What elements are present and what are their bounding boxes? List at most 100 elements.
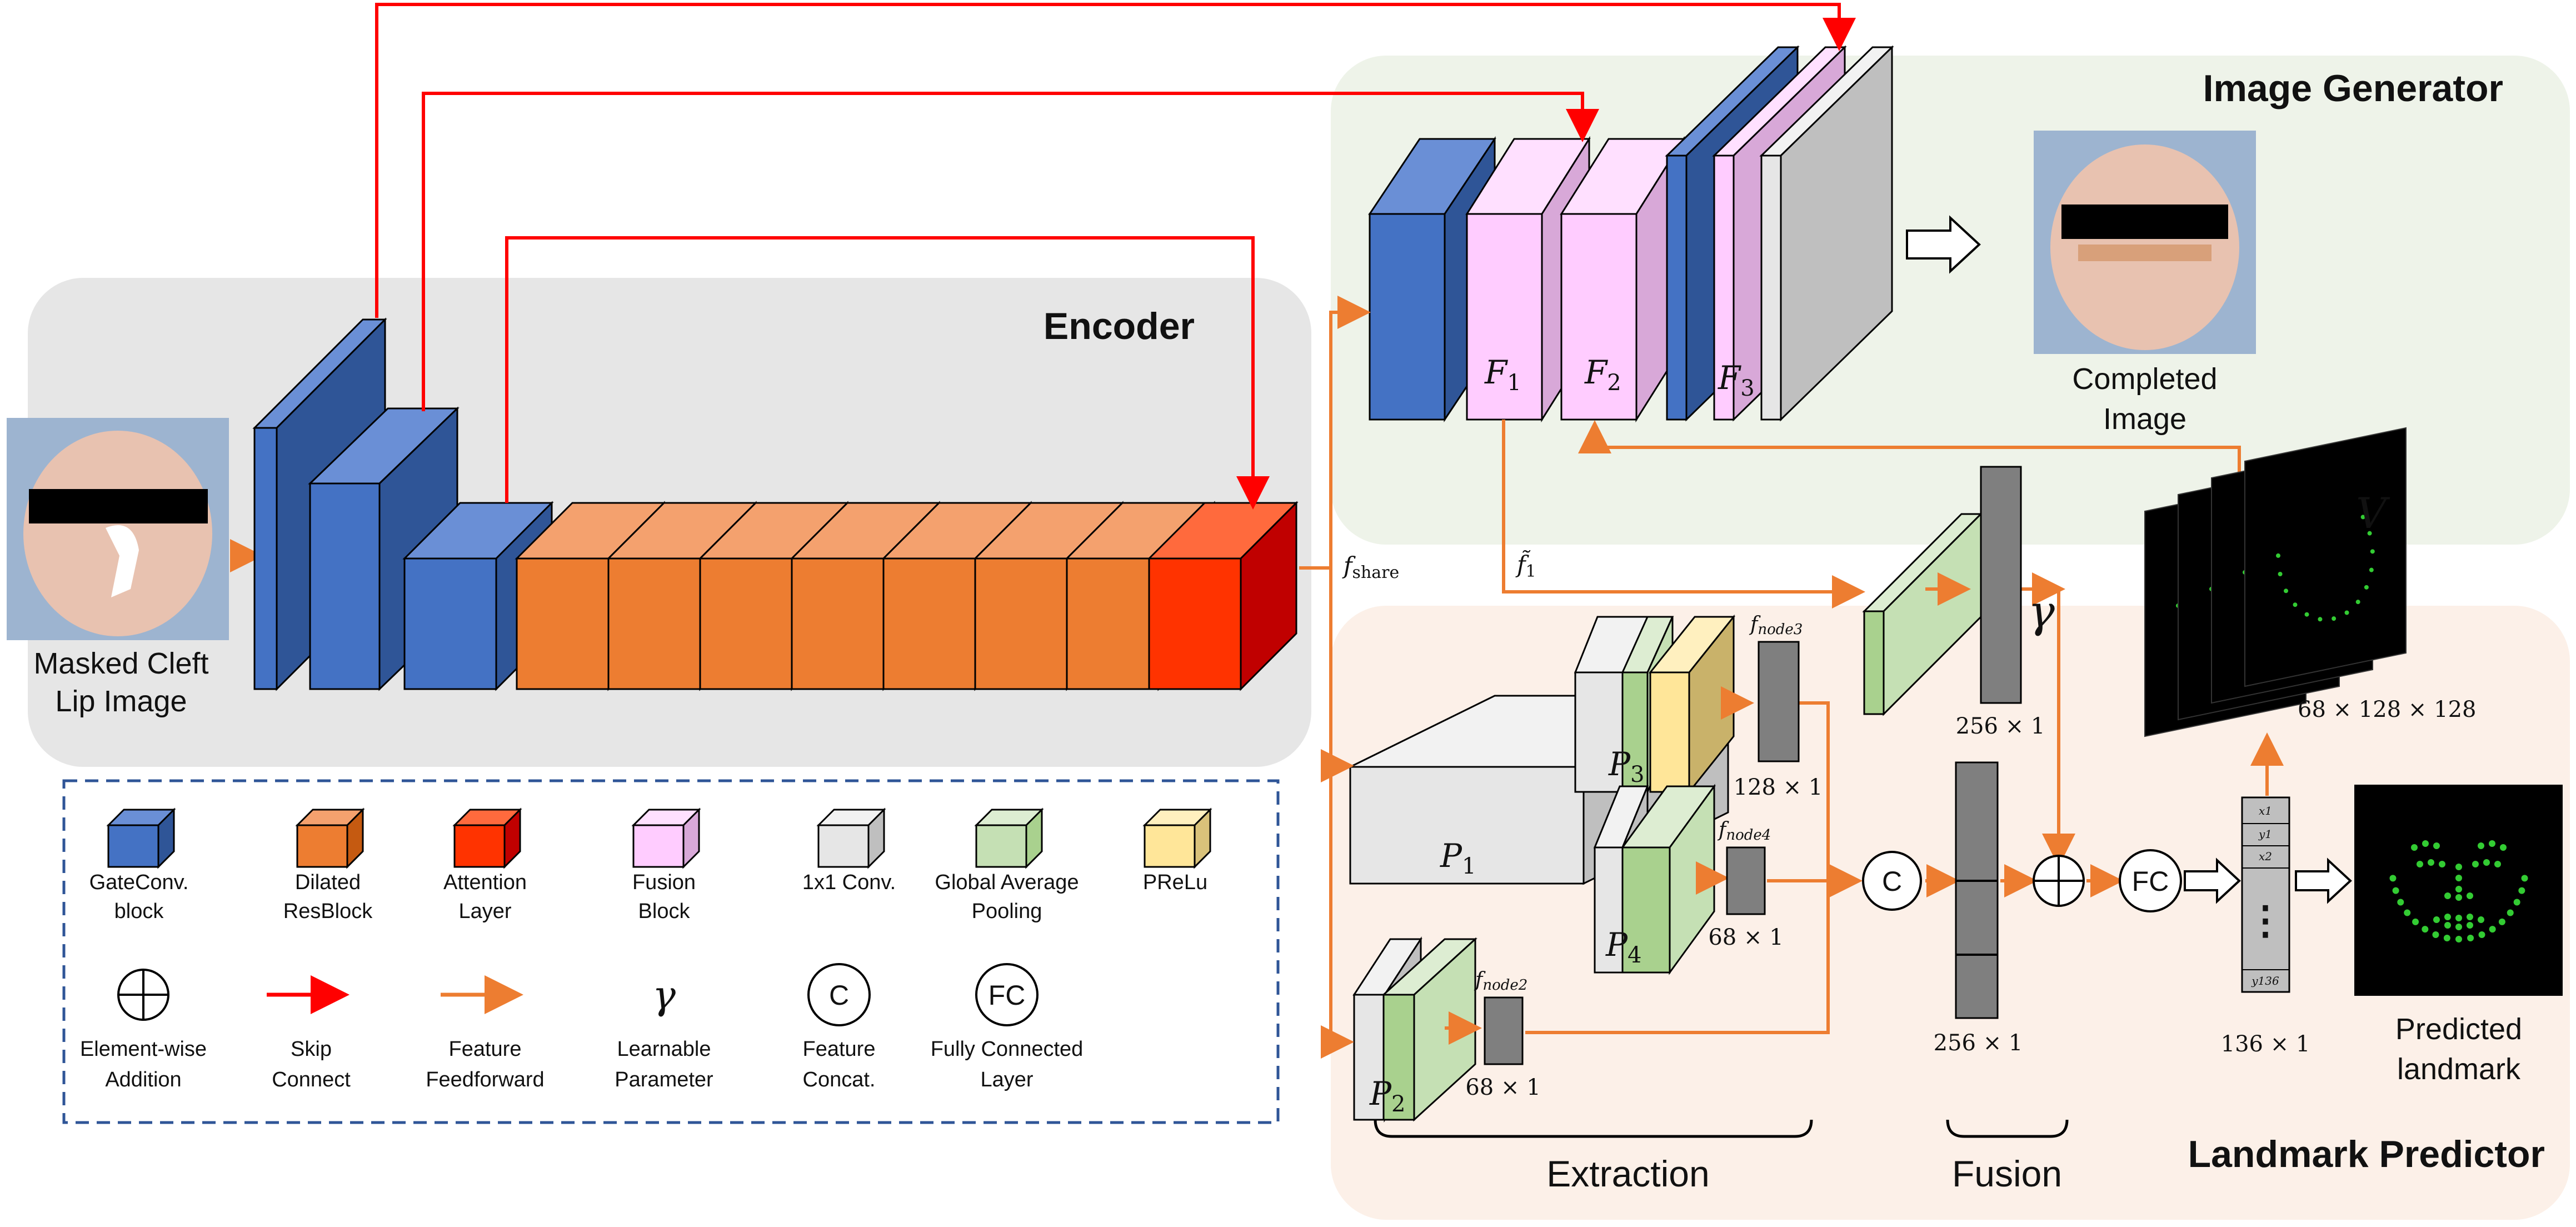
legend-label-5-0: Global Average bbox=[935, 871, 1079, 894]
extraction-label: Extraction bbox=[1546, 1153, 1709, 1194]
heatmap-slice-4 bbox=[2244, 427, 2407, 687]
legend-swatch-3 bbox=[631, 807, 701, 869]
predicted-caption-line2: landmark bbox=[2397, 1053, 2521, 1086]
node3-dim: 128 × 1 bbox=[1734, 775, 1823, 800]
encoder-attention-layer bbox=[1147, 501, 1299, 691]
legend-label-2-0: Attention bbox=[443, 871, 527, 894]
legend-label-4-0: 1x1 Conv. bbox=[802, 871, 896, 894]
landmark-predictor-title: Landmark Predictor bbox=[2188, 1133, 2545, 1175]
legend-swatch-2 bbox=[452, 807, 522, 869]
skip-connect-1 bbox=[375, 3, 1856, 318]
fusion-label: Fusion bbox=[1952, 1153, 2062, 1194]
completed-image bbox=[2034, 131, 2256, 354]
legend-box bbox=[62, 779, 1280, 1124]
heatmap-dim: 68 × 128 × 128 bbox=[2298, 697, 2476, 722]
f1-tilde-label: f̃1 bbox=[1515, 550, 1536, 581]
blocks-layer bbox=[252, 45, 1983, 1123]
legend-label-0-1: block bbox=[114, 900, 164, 923]
output-vector bbox=[2241, 796, 2290, 993]
concat-symbol: C bbox=[1882, 866, 1902, 897]
extraction-P4-gap bbox=[1621, 784, 1716, 975]
legend-row2-label-0-1: Addition bbox=[105, 1068, 181, 1091]
legend-gamma-icon: γ bbox=[652, 972, 676, 1018]
image-generator-title: Image Generator bbox=[2203, 67, 2503, 109]
P2-label: P2 bbox=[1369, 1075, 1405, 1117]
feedforward-lines bbox=[1299, 296, 2284, 1059]
input-image bbox=[7, 418, 229, 640]
node2-dim: 68 × 1 bbox=[1465, 1075, 1540, 1100]
generator-output-conv bbox=[1759, 45, 1894, 422]
encoder-title: Encoder bbox=[1044, 305, 1195, 347]
legend-circle-text-4: C bbox=[829, 980, 849, 1011]
P4-label: P4 bbox=[1605, 926, 1641, 968]
legend-label-0-0: GateConv. bbox=[89, 871, 189, 894]
legend-row2-label-2-0: Feature bbox=[449, 1038, 522, 1061]
legend-label-2-1: Layer bbox=[458, 900, 511, 923]
legend-label-5-1: Pooling bbox=[972, 900, 1042, 923]
gamma-vector bbox=[1980, 466, 2022, 704]
fc-node bbox=[2119, 849, 2182, 912]
heatmap-stack bbox=[2144, 427, 2407, 737]
output-ellipsis: ⋮ bbox=[2246, 899, 2285, 942]
output-cell-y1: y1 bbox=[2258, 827, 2272, 841]
P3-label: P3 bbox=[1608, 745, 1644, 787]
legend-row2-label-1-0: Skip bbox=[291, 1038, 332, 1061]
node2-label: fnode2 bbox=[1474, 969, 1527, 994]
output-caption-line1: Completed bbox=[2072, 362, 2217, 396]
V-label: V bbox=[2356, 488, 2390, 538]
legend-swatch-4 bbox=[816, 807, 886, 869]
generator-output-arrow bbox=[1906, 215, 1981, 274]
node4-dim: 68 × 1 bbox=[1708, 925, 1783, 950]
extraction-brace bbox=[1374, 1119, 1813, 1138]
predicted-caption-line1: Predicted bbox=[2395, 1012, 2522, 1046]
legend-label-3-0: Fusion bbox=[632, 871, 696, 894]
fusion-vec-dim: 256 × 1 bbox=[1934, 1030, 2023, 1056]
node4-vector bbox=[1726, 846, 1766, 915]
legend-label-1-0: Dilated bbox=[295, 871, 361, 894]
legend-circle-icon-5 bbox=[975, 963, 1039, 1026]
output-caption-line2: Image bbox=[2103, 402, 2186, 436]
output-cell-x2: x2 bbox=[2259, 850, 2272, 863]
landmark-output-arrow bbox=[2295, 857, 2352, 904]
gamma-vec-dim: 256 × 1 bbox=[1956, 714, 2045, 739]
f-share-label: fshare bbox=[1342, 552, 1399, 582]
addition-node bbox=[2033, 855, 2085, 907]
gamma-gap-block bbox=[1862, 512, 1983, 716]
fusion-brace bbox=[1946, 1119, 2069, 1138]
legend-row2-label-2-1: Feedforward bbox=[426, 1068, 544, 1091]
legend-row2-label-3-0: Learnable bbox=[617, 1038, 711, 1061]
legend-row2-label-3-1: Parameter bbox=[615, 1068, 713, 1091]
legend-swatch-5 bbox=[974, 807, 1044, 869]
legend-swatch-6 bbox=[1142, 807, 1212, 869]
fc-output-arrow bbox=[2184, 857, 2241, 904]
F2-label: F2 bbox=[1584, 353, 1621, 396]
legend-swatch-0 bbox=[106, 807, 176, 869]
legend-addition-icon bbox=[117, 969, 169, 1021]
legend-row2-label-1-1: Connect bbox=[272, 1068, 351, 1091]
legend-swatch-1 bbox=[295, 807, 365, 869]
node2-vector bbox=[1484, 996, 1524, 1065]
legend-row2-label-4-1: Concat. bbox=[803, 1068, 876, 1091]
fc-symbol: FC bbox=[2132, 866, 2169, 897]
node3-vector bbox=[1758, 641, 1800, 762]
legend-row2-label-4-0: Feature bbox=[803, 1038, 876, 1061]
skip-connect-2 bbox=[422, 92, 1599, 411]
F1-label: F1 bbox=[1484, 353, 1521, 396]
output-cell-x1: x1 bbox=[2259, 804, 2272, 817]
legend-label-6-0: PReLu bbox=[1143, 871, 1207, 894]
extraction-P3-prelu bbox=[1648, 614, 1736, 795]
F3-label: F3 bbox=[1718, 359, 1755, 401]
legend-label-1-1: ResBlock bbox=[283, 900, 373, 923]
legend-circle-text-5: FC bbox=[989, 980, 1026, 1011]
legend-row2-label-5-1: Layer bbox=[980, 1068, 1033, 1091]
legend-row2-label-5-0: Fully Connected bbox=[931, 1038, 1084, 1061]
P1-label: P1 bbox=[1440, 837, 1476, 879]
legend-row2-label-0-0: Element-wise bbox=[80, 1038, 207, 1061]
fusion-vector bbox=[1955, 761, 1999, 1019]
input-caption-line2: Lip Image bbox=[55, 685, 187, 718]
predicted-landmark-image bbox=[2354, 785, 2563, 996]
concat-node bbox=[1862, 851, 1922, 911]
